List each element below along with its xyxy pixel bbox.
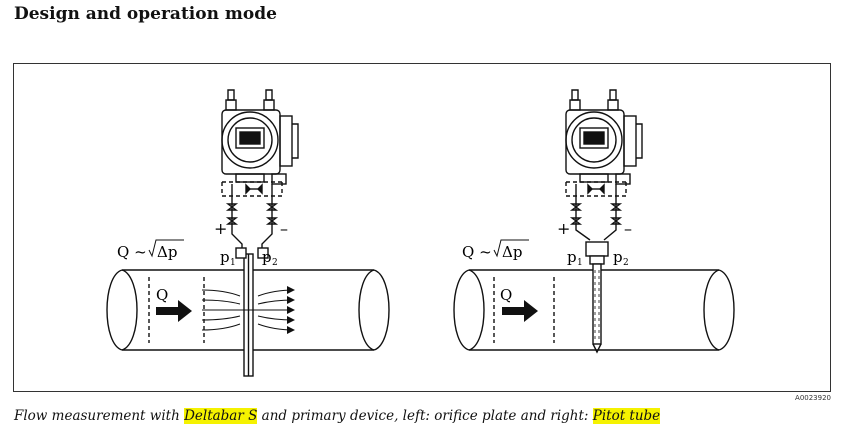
left-minus-sign: – [280,219,288,238]
right-sqrt-sign [493,239,529,258]
caption-highlight-pitot: Pitot tube [592,408,661,424]
left-p1-sub: 1 [230,258,236,268]
right-plus-sign: + [557,219,570,238]
orifice-plate [243,253,254,377]
figure-caption: Flow measurement with Deltabar S and pri… [14,408,661,424]
figure-frame: Q ~ Δp + – p 1 p 2 Q [13,63,831,392]
left-formula-dp: Δp [157,243,177,261]
right-transmitter [565,89,643,185]
left-p1-label: p [220,248,230,266]
right-p2-label: p [613,248,623,266]
flow-diagram: Q ~ Δp + – p 1 p 2 Q [106,89,735,377]
right-minus-sign: – [624,219,632,238]
figure-code: A0023920 [795,394,831,402]
right-p2-sub: 2 [623,258,629,268]
left-flow-arrow [156,300,192,322]
right-flow-arrow [502,300,538,322]
right-p1-sub: 1 [577,258,583,268]
caption-text-1: Flow measurement with [14,408,185,424]
left-plus-sign: + [214,219,227,238]
left-pipe [106,269,390,351]
right-p1-label: p [567,248,577,266]
left-sqrt-sign [148,239,184,258]
left-flow-lines [201,290,294,330]
caption-highlight-deltabar: Deltabar S [184,408,258,424]
left-p2-label: p [262,248,272,266]
orifice-plate-setup [106,89,390,377]
left-transmitter [221,89,299,185]
left-p2-sub: 2 [272,258,278,268]
left-formula-q: Q ~ [117,243,147,261]
right-formula-q: Q ~ [462,243,492,261]
right-formula-dp: Δp [502,243,522,261]
pitot-tube-setup [453,89,735,354]
right-flow-label: Q [500,286,512,304]
caption-text-2: and primary device, left: orifice plate … [257,408,593,424]
left-flow-label: Q [156,286,168,304]
pitot-tube [585,241,609,354]
section-heading: Design and operation mode [14,4,277,24]
